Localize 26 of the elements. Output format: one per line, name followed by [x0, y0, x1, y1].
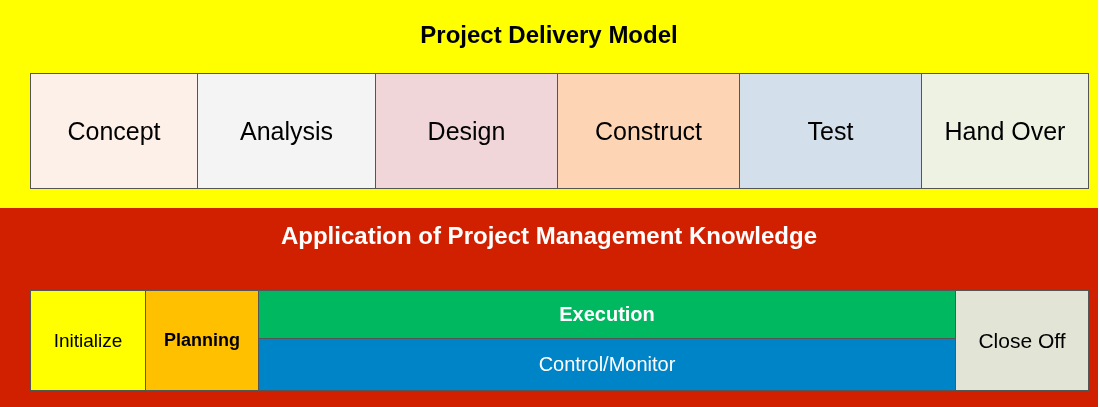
phase-label: Initialize: [52, 328, 124, 353]
phase-box: [30, 290, 146, 391]
phase-label: Analysis: [238, 115, 335, 147]
phase-label: Execution: [558, 302, 656, 327]
phase-box: [557, 73, 740, 189]
phase-box: [258, 338, 956, 391]
phase-box: [375, 73, 558, 189]
phase-label: Hand Over: [943, 115, 1067, 147]
phase-box: [145, 290, 259, 391]
phase-label: Concept: [66, 115, 162, 147]
section-band: [0, 208, 1098, 407]
section-title: Project Delivery Model: [419, 20, 679, 50]
phase-label: Planning: [163, 329, 241, 352]
section-band: [0, 0, 1098, 208]
phase-box: [30, 73, 198, 189]
section-title: Application of Project Management Knowledge: [279, 221, 819, 251]
phase-box: [739, 73, 922, 189]
phase-box: [197, 73, 376, 189]
phase-label: Test: [806, 115, 855, 147]
phase-box: [921, 73, 1089, 189]
phase-box: [955, 290, 1089, 391]
phase-label: Close Off: [977, 327, 1067, 354]
phase-label: Design: [426, 115, 507, 147]
phase-label: Control/Monitor: [537, 352, 677, 377]
phase-label: Construct: [594, 115, 703, 147]
phase-box: [258, 290, 956, 339]
